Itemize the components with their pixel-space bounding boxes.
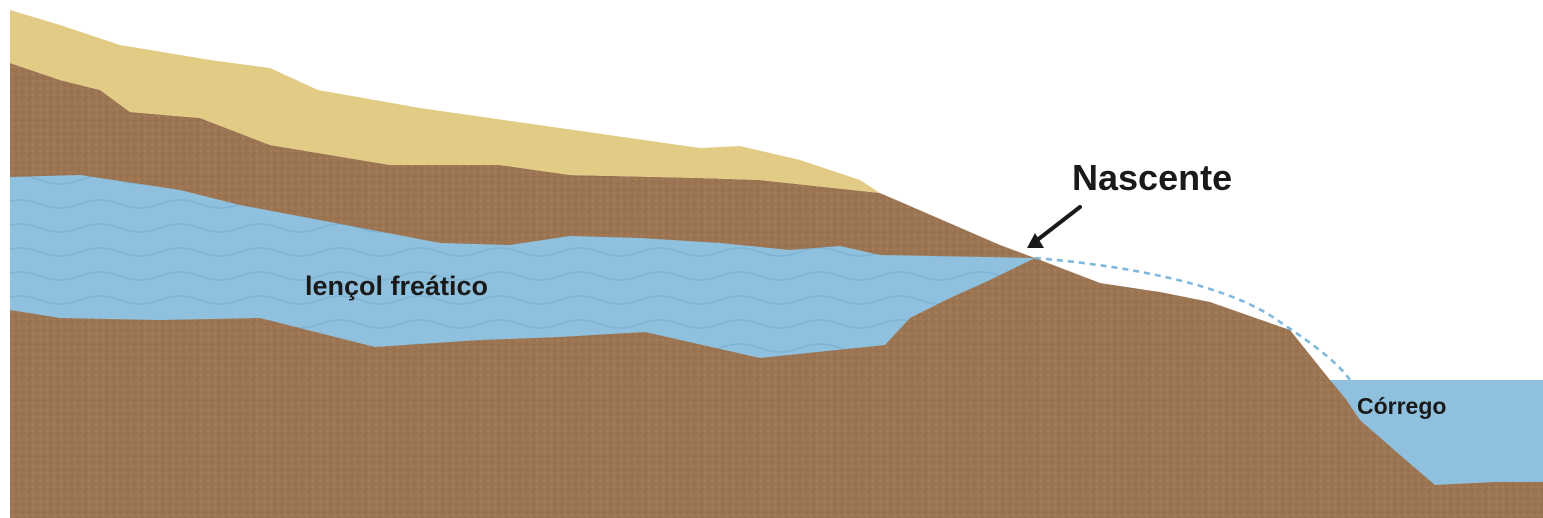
arrow-down-left-icon — [1027, 207, 1080, 248]
corrego-label: Córrego — [1357, 393, 1446, 419]
lencol-freatico-label: lençol freático — [305, 271, 488, 301]
nascente-label: Nascente — [1072, 157, 1232, 198]
